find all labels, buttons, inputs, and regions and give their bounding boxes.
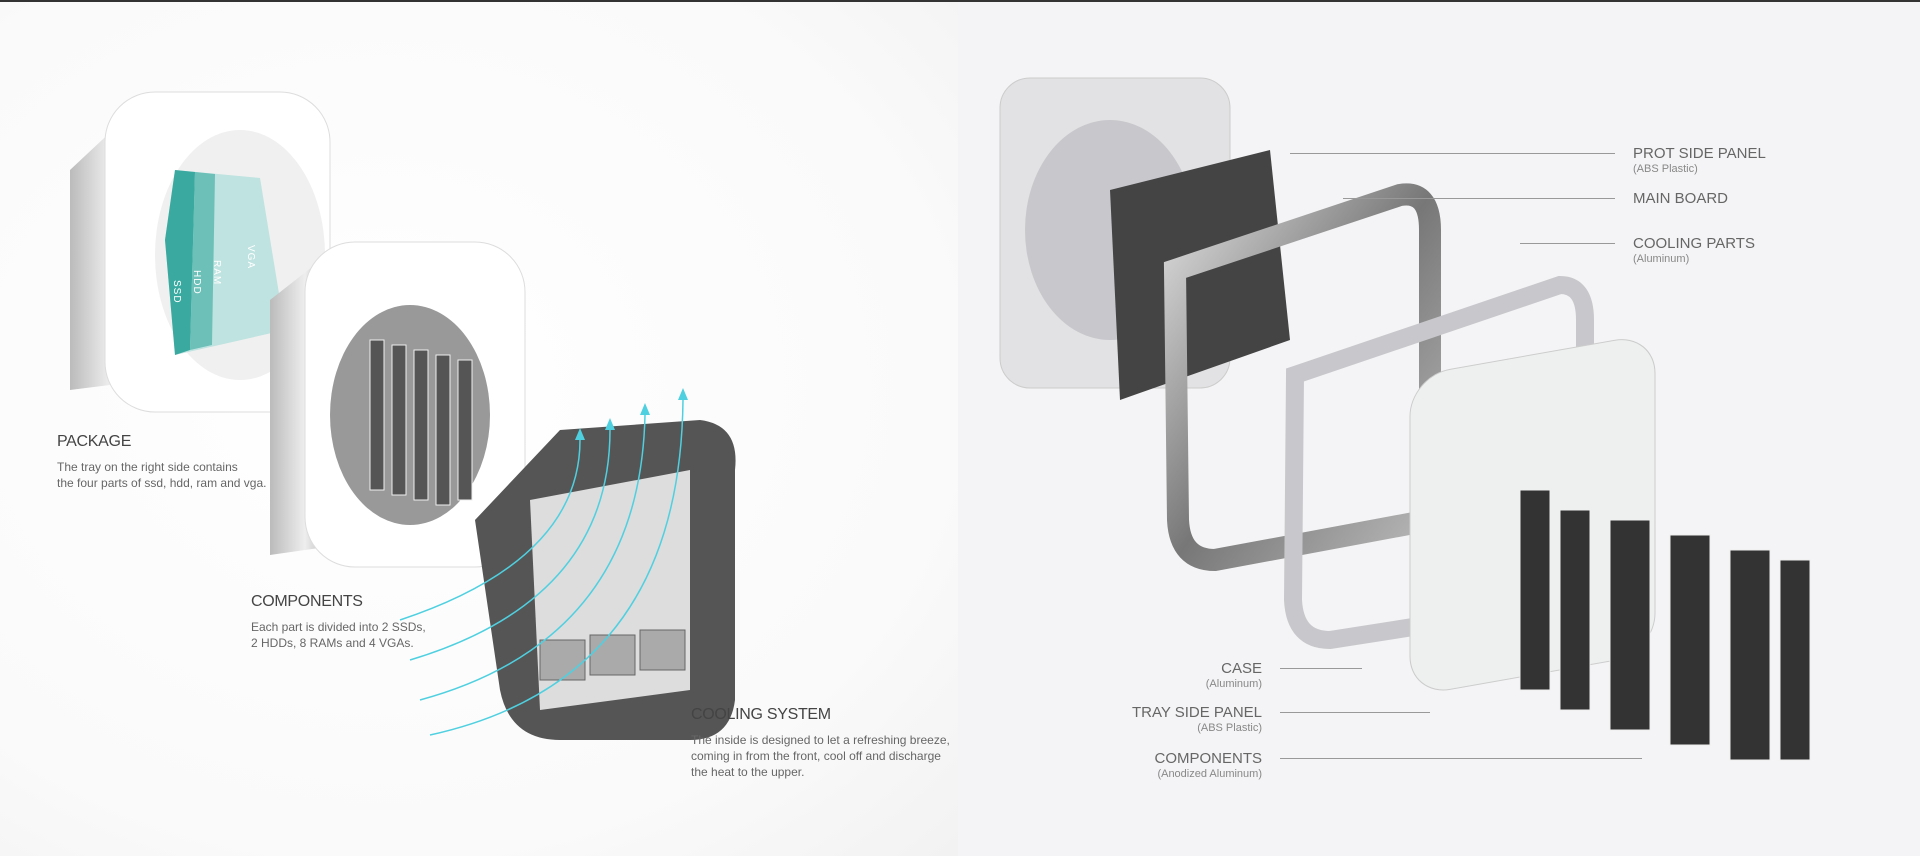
- leader-line: [1343, 198, 1615, 199]
- cooling-title: COOLING SYSTEM: [691, 706, 831, 723]
- leader-line: [1280, 758, 1642, 759]
- label-case-material: (Aluminum): [1205, 678, 1262, 690]
- airflow-arrows: [399, 399, 684, 736]
- leader-line: [1280, 668, 1362, 669]
- components-title: COMPONENTS: [251, 593, 363, 610]
- label-main-board: MAIN BOARD: [1633, 190, 1729, 207]
- label-components: COMPONENTS: [1154, 750, 1262, 767]
- tray-label-ram: RAM: [211, 260, 222, 286]
- components-description: Each part is divided into 2 SSDs, 2 HDDs…: [251, 619, 426, 651]
- main-board: [1110, 150, 1290, 400]
- tray-label-vga: VGA: [245, 245, 256, 270]
- leader-line: [1290, 153, 1615, 154]
- label-components-material: (Anodized Aluminum): [1157, 768, 1262, 780]
- leader-line: [1520, 243, 1615, 244]
- label-prot-side-panel: PROT SIDE PANEL: [1633, 145, 1766, 162]
- label-case: CASE: [1221, 660, 1262, 677]
- label-tray-side-panel-material: (ABS Plastic): [1197, 722, 1262, 734]
- package-description: The tray on the right side contains the …: [57, 459, 266, 491]
- components-line: Each part is divided into 2 SSDs,: [251, 620, 426, 634]
- cooling-parts: [1163, 183, 1441, 572]
- components-line: 2 HDDs, 8 RAMs and 4 VGAs.: [251, 636, 414, 650]
- label-tray-side-panel: TRAY SIDE PANEL: [1131, 704, 1262, 721]
- components-cards: [1519, 489, 1811, 761]
- label-prot-side-panel-material: (ABS Plastic): [1633, 163, 1698, 175]
- top-border: [0, 0, 1920, 2]
- cooling-illustration: [399, 388, 736, 740]
- package-line: The tray on the right side contains: [57, 460, 238, 474]
- cooling-description: The inside is designed to let a refreshi…: [691, 732, 950, 780]
- cooling-line: coming in from the front, cool off and d…: [691, 749, 941, 763]
- leader-line: [1280, 712, 1430, 713]
- tray-label-ssd: SSD: [171, 280, 182, 304]
- cooling-line: The inside is designed to let a refreshi…: [691, 733, 950, 747]
- label-cooling-parts: COOLING PARTS: [1633, 235, 1755, 252]
- components-illustration: [270, 241, 526, 568]
- cooling-line: the heat to the upper.: [691, 765, 805, 779]
- tray-label-hdd: HDD: [191, 270, 202, 295]
- package-line: the four parts of ssd, hdd, ram and vga.: [57, 476, 267, 490]
- label-cooling-parts-material: (Aluminum): [1633, 253, 1690, 265]
- package-title: PACKAGE: [57, 433, 132, 450]
- exploded-view-illustration: [999, 77, 1811, 761]
